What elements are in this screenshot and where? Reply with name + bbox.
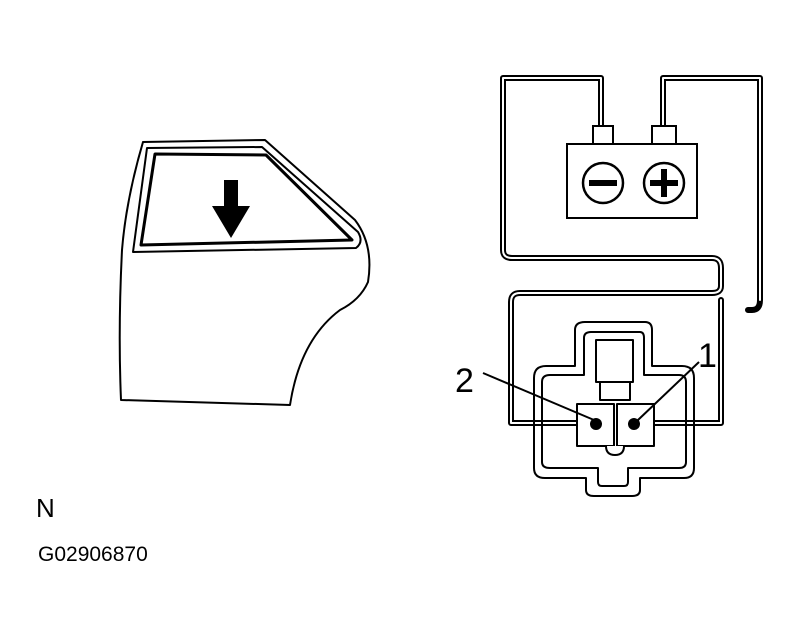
door-outline — [118, 139, 371, 406]
terminal-2-pin — [590, 418, 602, 430]
connector — [533, 321, 695, 497]
battery — [566, 125, 698, 219]
plus-icon — [642, 161, 686, 205]
figure-letter: N — [36, 493, 55, 523]
terminal-1-pin — [628, 418, 640, 430]
minus-icon — [581, 161, 625, 205]
leader-line-2 — [482, 372, 595, 421]
window-glass — [139, 152, 354, 247]
terminal-1-label: 1 — [698, 337, 717, 375]
arrow-down-icon — [212, 180, 250, 238]
figure-code: G02906870 — [38, 543, 148, 566]
rear-door — [118, 139, 371, 406]
wire-insulation-gap — [502, 77, 761, 424]
window-frame-outer — [132, 146, 362, 253]
connector-latch — [595, 339, 634, 383]
connector-housing-outer — [533, 321, 695, 497]
terminal-2-label: 2 — [455, 362, 474, 400]
callout-leaders — [482, 361, 700, 421]
leader-line-1 — [637, 361, 700, 421]
connector-housing-inner — [541, 331, 687, 487]
